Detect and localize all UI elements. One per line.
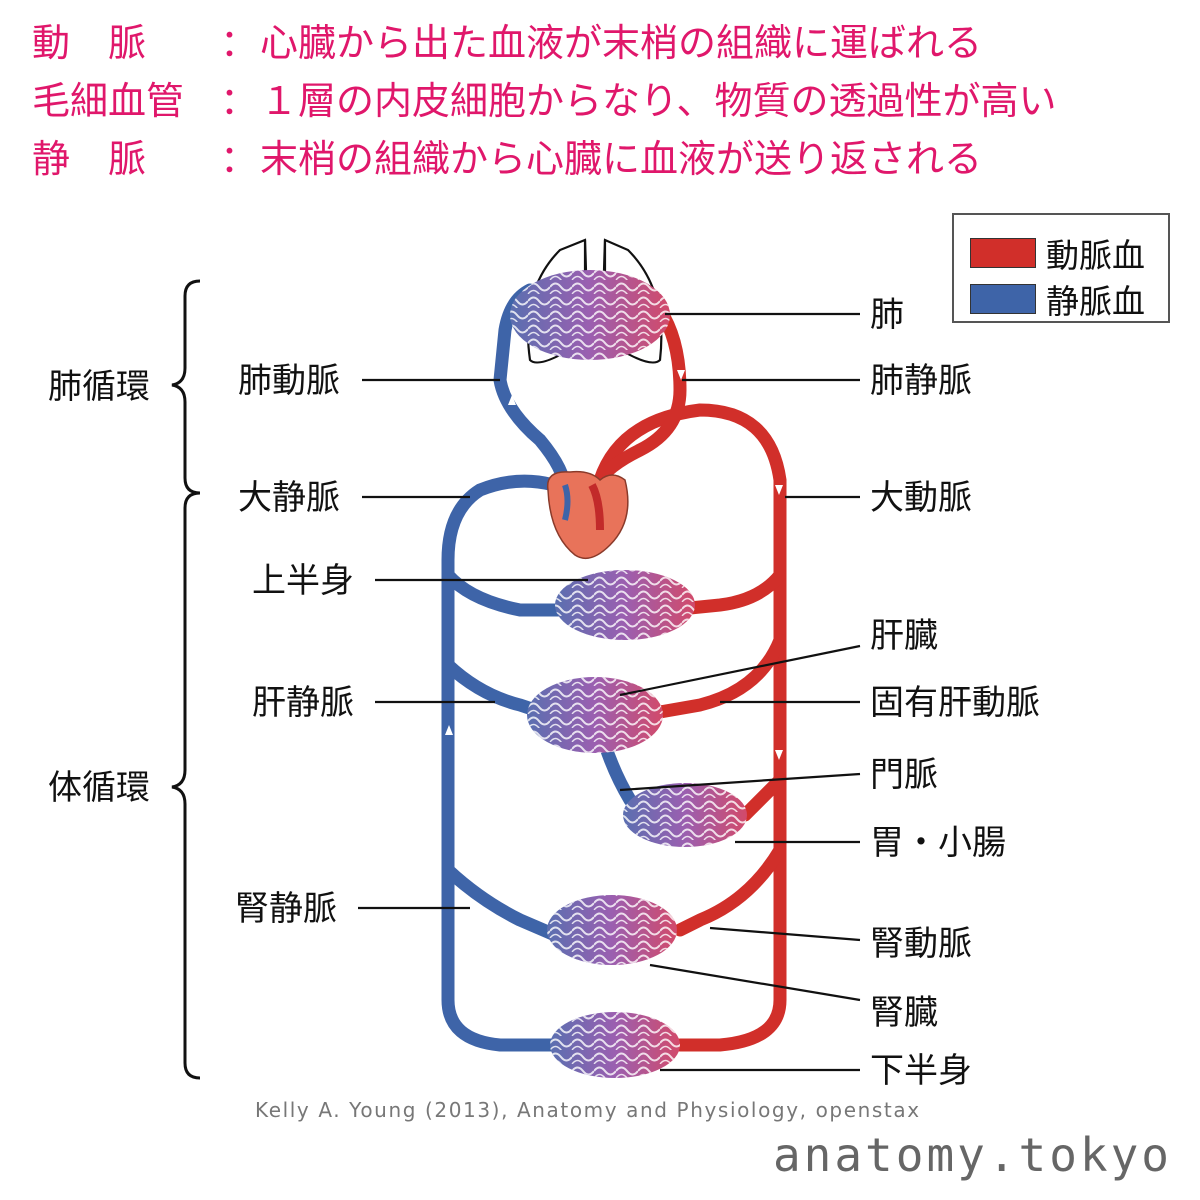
definition-artery: 動 脈 ： 心臓から出た血液が末梢の組織に運ばれる (32, 14, 1192, 72)
definition-desc: １層の内皮細胞からなり、物質の透過性が高い (260, 79, 1057, 123)
leader-lines (358, 312, 861, 1072)
definition-colon: ： (219, 137, 258, 181)
definition-term: 毛細血管 (32, 79, 185, 123)
label-lung: 肺 (870, 295, 904, 335)
flow-arrows (445, 370, 783, 760)
arterial-vessels (588, 303, 787, 1052)
capillary-kidney (547, 895, 677, 965)
label-liver: 肝臓 (870, 616, 938, 656)
label-kidney: 腎臓 (870, 993, 938, 1033)
definition-desc: 心臓から出た血液が末梢の組織に運ばれる (260, 21, 983, 65)
capillary-lower-body (550, 1012, 680, 1078)
definition-vein: 静 脈 ： 末梢の組織から心臓に血液が送り返される (32, 130, 1192, 188)
label-upper-body: 上半身 (252, 561, 354, 601)
legend-label-arterial: 動脈血 (1046, 236, 1145, 275)
capillary-liver (527, 677, 663, 753)
definition-colon: ： (219, 79, 258, 123)
label-pulmonary-vein: 肺静脈 (870, 361, 972, 401)
legend-swatch-arterial (970, 238, 1036, 268)
definitions: 動 脈 ： 心臓から出た血液が末梢の組織に運ばれる 毛細血管 ： １層の内皮細胞… (32, 14, 1192, 188)
label-hepatic-vein: 肝静脈 (252, 683, 354, 723)
capillary-lung (510, 270, 670, 360)
label-vena-cava: 大静脈 (238, 478, 340, 518)
definition-term: 静 脈 (32, 137, 147, 181)
label-renal-artery: 腎動脈 (870, 924, 972, 964)
bracket-systemic (171, 491, 201, 1080)
definition-desc: 末梢の組織から心臓に血液が送り返される (260, 137, 983, 181)
label-stomach-intestine: 胃・小腸 (870, 823, 1006, 863)
label-lower-body: 下半身 (870, 1051, 972, 1091)
definition-term: 動 脈 (32, 21, 147, 65)
label-hepatic-artery: 固有肝動脈 (870, 683, 1040, 723)
legend-item-arterial: 動脈血 (970, 229, 1145, 277)
label-aorta: 大動脈 (870, 478, 972, 518)
definition-capillary: 毛細血管 ： １層の内皮細胞からなり、物質の透過性が高い (32, 72, 1192, 130)
capillary-stomach-intestine (623, 783, 747, 847)
heart (546, 470, 629, 560)
label-renal-vein: 腎静脈 (235, 889, 337, 929)
label-pulmonary-artery: 肺動脈 (238, 361, 340, 401)
definition-colon: ： (219, 21, 258, 65)
label-portal-vein: 門脈 (870, 755, 938, 795)
legend: 動脈血 静脈血 (952, 213, 1170, 323)
legend-item-venous: 静脈血 (970, 275, 1145, 323)
label-pulmonary-circulation: 肺循環 (48, 367, 150, 407)
bracket-pulmonary (171, 279, 201, 495)
capillary-upper-body (555, 570, 695, 640)
legend-swatch-venous (970, 284, 1036, 314)
credit-text: Kelly A. Young (2013), Anatomy and Physi… (255, 1098, 921, 1122)
site-name: anatomy.tokyo (772, 1128, 1172, 1182)
legend-label-venous: 静脈血 (1046, 282, 1145, 321)
label-systemic-circulation: 体循環 (48, 768, 150, 808)
